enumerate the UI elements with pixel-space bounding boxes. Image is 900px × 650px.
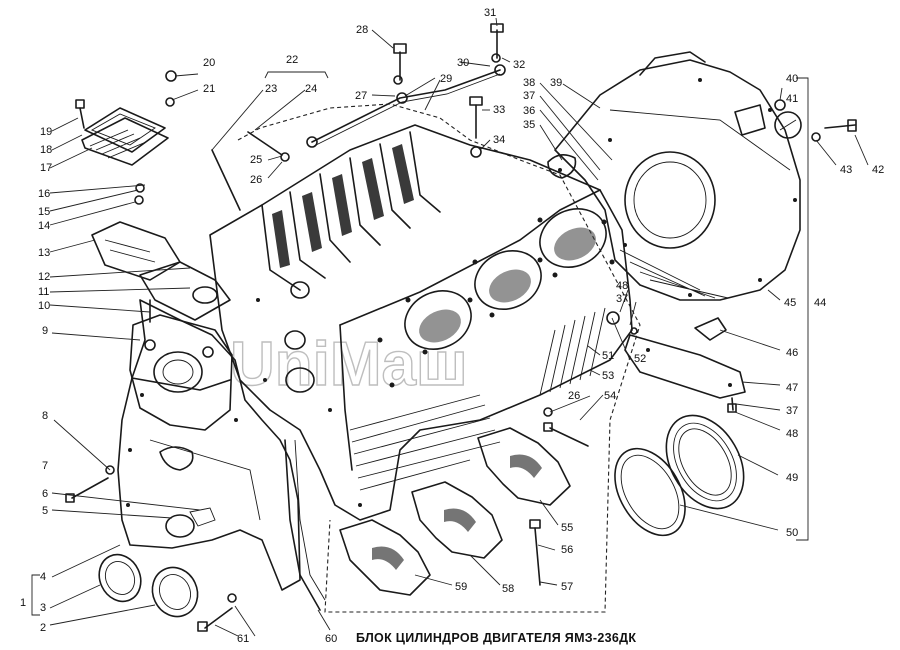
callout-label: 24 <box>305 83 317 95</box>
callout-label: 32 <box>513 59 525 71</box>
callout-label: 30 <box>457 57 469 69</box>
front-plate <box>129 314 233 431</box>
callout-label: 31 <box>484 7 496 19</box>
callout-label: 12 <box>38 271 50 283</box>
inspection-cover-top <box>81 107 169 166</box>
callout-label: 34 <box>493 134 505 146</box>
callout-label: 13 <box>38 247 50 259</box>
bolts <box>65 23 857 632</box>
callout-label: 1 <box>20 597 26 609</box>
callout-label: 18 <box>40 144 52 156</box>
housing-13 <box>91 221 231 321</box>
flywheel-housing <box>547 51 802 301</box>
callout-label: 35 <box>523 119 535 131</box>
assembly-boundary <box>237 103 641 613</box>
callout-label: 45 <box>784 297 796 309</box>
callout-label: 3 <box>40 602 46 614</box>
callout-label: 60 <box>325 633 337 645</box>
callout-label: 56 <box>561 544 573 556</box>
callout-label: 46 <box>786 347 798 359</box>
callout-label: 10 <box>38 300 50 312</box>
callout-label: 26 <box>568 390 580 402</box>
seal-ring-50 <box>614 447 686 537</box>
callout-label: 43 <box>840 164 852 176</box>
callout-label: 59 <box>455 581 467 593</box>
leader-lines <box>31 17 869 637</box>
callout-label: 6 <box>42 488 48 500</box>
front-seals <box>98 553 199 618</box>
callout-label: 47 <box>786 382 798 394</box>
callout-label: 42 <box>872 164 884 176</box>
callout-label: 11 <box>38 286 49 298</box>
callout-label: 17 <box>40 162 52 174</box>
callout-label: 36 <box>523 105 535 117</box>
callout-label: 48 <box>786 428 798 440</box>
callout-label: 16 <box>38 188 50 200</box>
callout-label: 26 <box>250 174 262 186</box>
oil-pipe <box>306 64 506 148</box>
cylinder-block <box>209 124 633 611</box>
callout-label: 58 <box>502 583 514 595</box>
callout-label: 29 <box>440 73 452 85</box>
callout-label: 54 <box>604 390 616 402</box>
callout-label: 28 <box>356 24 368 36</box>
callout-label: 5 <box>42 505 48 517</box>
callout-label: 61 <box>237 633 249 645</box>
callout-label: 7 <box>42 460 48 472</box>
bearing-cap-59 <box>339 519 431 596</box>
callout-label: 50 <box>786 527 798 539</box>
callout-label: 48 <box>616 280 628 292</box>
callout-label: 27 <box>355 90 367 102</box>
callout-label: 40 <box>786 73 798 85</box>
callout-label: 9 <box>42 325 48 337</box>
callout-label: 37 <box>616 293 628 305</box>
diagram-title: БЛОК ЦИЛИНДРОВ ДВИГАТЕЛЯ ЯМЗ-236ДК <box>356 631 636 645</box>
callout-label: 4 <box>40 571 46 583</box>
callout-label: 38 <box>523 77 535 89</box>
callout-label: 14 <box>38 220 50 232</box>
callout-label: 2 <box>40 622 46 634</box>
callout-label: 15 <box>38 206 50 218</box>
callout-label: 19 <box>40 126 52 138</box>
callout-label: 52 <box>634 353 646 365</box>
bearing-cap-58 <box>411 481 503 559</box>
callout-label: 51 <box>602 350 614 362</box>
callout-label: 23 <box>265 83 277 95</box>
callout-label: 55 <box>561 522 573 534</box>
bearing-cap-55 <box>477 427 571 506</box>
callout-label: 21 <box>203 83 215 95</box>
callout-label: 20 <box>203 57 215 69</box>
callout-numbers: 1 2 3 4 5 6 7 8 9 10 11 12 13 14 15 16 1… <box>20 7 884 645</box>
callout-label: 8 <box>42 410 48 422</box>
callout-label: 49 <box>786 472 798 484</box>
callout-label: 44 <box>814 297 826 309</box>
callout-label: 41 <box>786 93 798 105</box>
callout-label: 25 <box>250 154 262 166</box>
rear-oil-seal <box>665 414 745 510</box>
callout-label: 22 <box>286 54 298 66</box>
plate-47 <box>624 334 746 399</box>
callout-label: 57 <box>561 581 573 593</box>
callout-label: 33 <box>493 104 505 116</box>
bracket-46 <box>694 317 727 341</box>
callout-label: 53 <box>602 370 614 382</box>
callout-label: 37 <box>523 90 535 102</box>
callout-label: 39 <box>550 77 562 89</box>
callout-label: 37 <box>786 405 798 417</box>
